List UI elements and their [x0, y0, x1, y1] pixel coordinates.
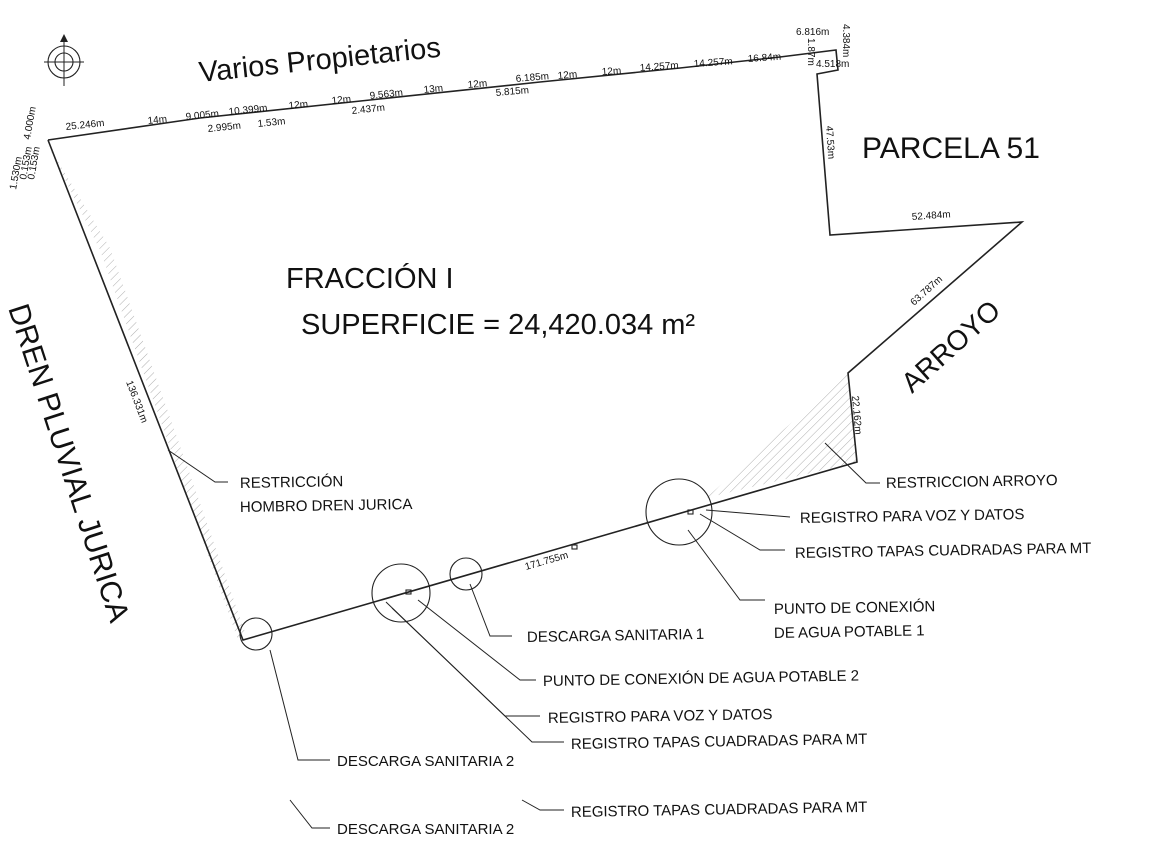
callout-stream-restriction: RESTRICCION ARROYO [886, 472, 1058, 492]
dim-north-7: 9.563m [369, 88, 403, 102]
leader-voice-data-2 [391, 607, 540, 717]
dim-north-12: 12m [601, 66, 621, 78]
callout-sanitary-1: DESCARGA SANITARIA 1 [527, 626, 705, 646]
dim-north-10: 6.185m [515, 71, 549, 85]
drain-restriction-hatch [48, 145, 246, 640]
dim-east-drop: 47.53m [823, 125, 836, 159]
dim-west-edge: 136.331m [123, 379, 149, 424]
callout-water-2: PUNTO DE CONEXIÓN DE AGUA POTABLE 2 [543, 667, 859, 690]
callout-drain-restriction-2: HOMBRO DREN JURICA [240, 496, 413, 516]
stream-restriction-hatch [706, 373, 857, 498]
registry-box-icon [571, 544, 578, 550]
surface-label: SUPERFICIE = 24,420.034 m² [301, 309, 695, 341]
dim-north-13: 14.257m [639, 60, 679, 74]
parcel-label: PARCELA 51 [862, 132, 1040, 165]
sanitary-discharge-2-marker [239, 617, 273, 651]
callout-water-1-line2: DE AGUA POTABLE 1 [774, 622, 925, 642]
registry-box-icon [687, 509, 694, 515]
dim-ne-2: 4.518m [816, 59, 849, 70]
stream-label: ARROYO [895, 294, 1006, 398]
north-owners-label: Varios Propietarios [197, 32, 442, 89]
dim-north-15: 16.84m [747, 52, 781, 65]
dim-north-1: 25.246m [65, 118, 105, 133]
dim-north-lower-4: 5.815m [495, 85, 529, 99]
callout-drain-restriction-1: RESTRICCIÓN [240, 473, 344, 492]
dim-north-lower-3: 2.437m [351, 103, 385, 117]
dim-parcel-edge: 52.484m [911, 209, 951, 223]
dim-south-edge: 171.755m [524, 550, 570, 573]
callout-mt-3: REGISTRO TAPAS CUADRADAS PARA MT [571, 799, 868, 821]
leader-water-2 [417, 599, 536, 681]
dim-north-5: 12m [288, 99, 308, 112]
registry-box-icon [405, 589, 412, 595]
callout-voice-data-1: REGISTRO PARA VOZ Y DATOS [800, 506, 1025, 527]
callout-sanitary-2: DESCARGA SANITARIA 2 [337, 753, 514, 770]
leader-stream-restriction [824, 442, 880, 484]
dim-north-3: 9.005m [185, 109, 219, 123]
dim-north-2: 14m [147, 114, 167, 127]
fraction-title: FRACCIÓN I [286, 262, 454, 295]
sanitary-discharge-1-marker [449, 557, 483, 591]
dim-north-6: 12m [331, 94, 351, 107]
callout-voice-data-2: REGISTRO PARA VOZ Y DATOS [548, 706, 773, 727]
callout-water-1-line1: PUNTO DE CONEXIÓN [774, 598, 936, 618]
property-boundary [47, 49, 1025, 641]
leader-water-1 [687, 529, 765, 601]
north-arrow-icon [44, 34, 84, 86]
leader-sanitary-2 [269, 649, 330, 761]
dim-north-8: 13m [423, 83, 443, 96]
callout-mt-2: REGISTRO TAPAS CUADRADAS PARA MT [571, 731, 868, 753]
dim-north-4: 10.399m [228, 103, 268, 118]
dim-ne-3: 1.87m [805, 38, 816, 66]
water-connection-2-marker [371, 563, 431, 623]
leader-sanitary-3 [289, 799, 330, 829]
dim-north-lower-2: 1.53m [257, 116, 286, 130]
drain-label: DREN PLUVIAL JURICA [1, 300, 135, 626]
water-connection-1-marker [645, 478, 713, 546]
dim-north-lower-1: 2.995m [207, 121, 241, 135]
dim-stream-edge: 63.787m [909, 274, 945, 308]
leader-voice-data-1 [705, 509, 791, 518]
leader-mt-1 [699, 513, 785, 551]
callout-sanitary-3: DESCARGA SANITARIA 2 [337, 821, 514, 838]
leader-drain-restriction [167, 449, 228, 483]
leader-mt-3 [521, 799, 564, 811]
dim-se-edge: 22.162m [849, 395, 863, 435]
dim-north-16: 6.816m [796, 27, 829, 38]
dim-north-14: 14.257m [693, 56, 733, 70]
dim-north-11: 12m [557, 69, 577, 82]
dim-nw-1: 4.000m [22, 106, 39, 141]
leader-mt-2 [385, 601, 564, 743]
callout-mt-1: REGISTRO TAPAS CUADRADAS PARA MT [795, 540, 1092, 562]
leader-sanitary-1 [469, 583, 512, 637]
dim-ne-1: 4.384m [840, 24, 851, 57]
dim-north-9: 12m [467, 78, 487, 91]
